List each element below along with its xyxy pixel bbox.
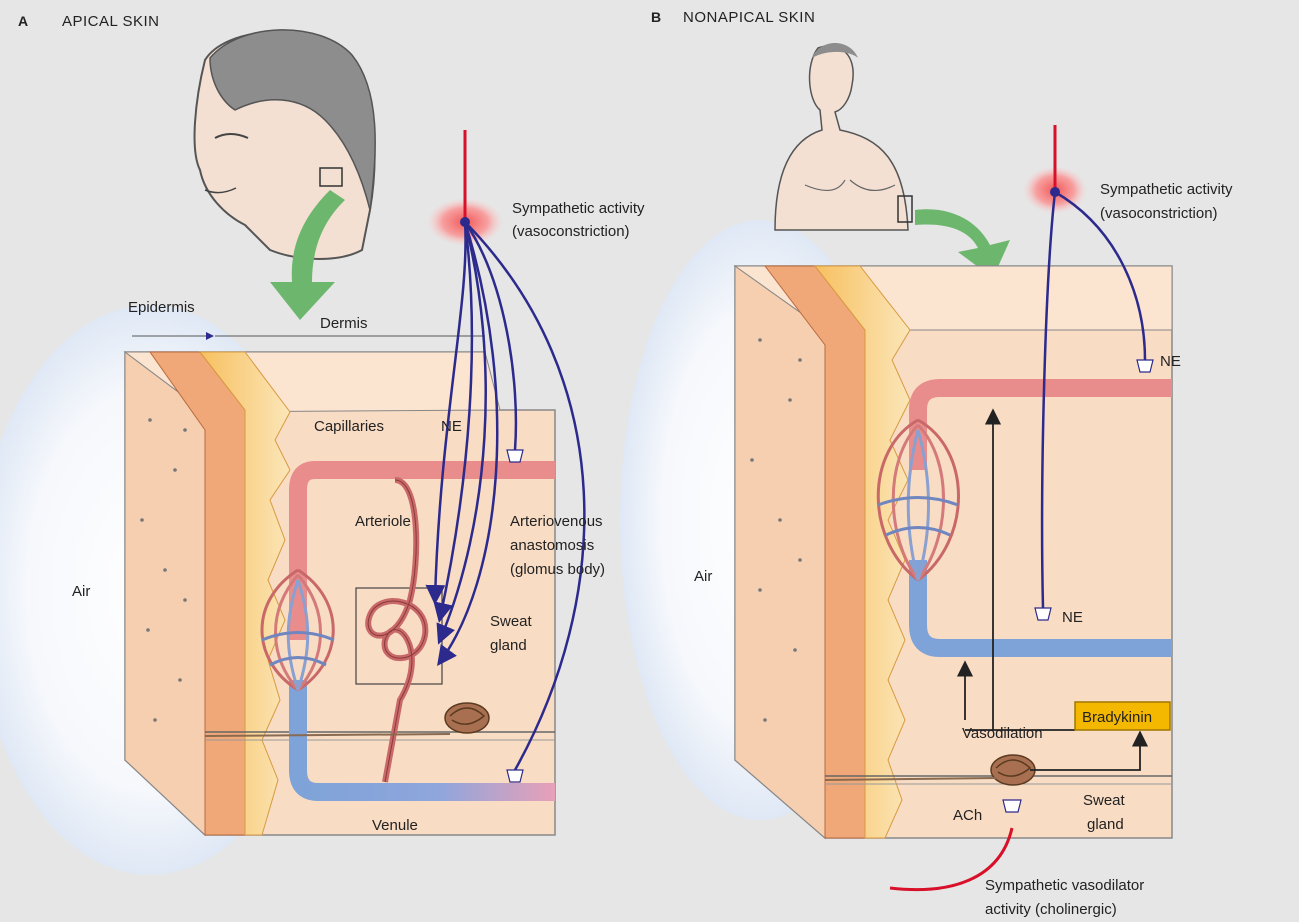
ne-label-b-top: NE bbox=[1160, 353, 1181, 370]
ava-label-line3: (glomus body) bbox=[510, 561, 605, 578]
head-illustration bbox=[195, 30, 376, 259]
venule-label: Venule bbox=[372, 817, 418, 834]
sympathetic-label-b-line2: (vasoconstriction) bbox=[1100, 205, 1218, 222]
air-label-b: Air bbox=[694, 568, 712, 585]
ach-terminal bbox=[1003, 800, 1021, 812]
ava-label-line1: Arteriovenous bbox=[510, 513, 603, 530]
panel-b-letter: B bbox=[651, 9, 661, 25]
panel-b-title: NONAPICAL SKIN bbox=[683, 9, 815, 26]
dermis-label: Dermis bbox=[320, 315, 368, 332]
epidermis-label: Epidermis bbox=[128, 299, 195, 316]
arteriole-label: Arteriole bbox=[355, 513, 411, 530]
ne-label-a: NE bbox=[441, 418, 462, 435]
vasodilation-label: Vasodilation bbox=[962, 725, 1043, 742]
sweat-gland-b-label-line1: Sweat bbox=[1083, 792, 1126, 809]
sympathetic-label-b-line1: Sympathetic activity bbox=[1100, 181, 1233, 198]
vasodilator-label-line1: Sympathetic vasodilator bbox=[985, 877, 1144, 894]
panel-a: A APICAL SKIN Epidermis Dermis bbox=[0, 13, 645, 875]
panel-b: B NONAPICAL SKIN bbox=[620, 9, 1233, 918]
bradykinin-label: Bradykinin bbox=[1082, 709, 1152, 726]
ava-label-line2: anastomosis bbox=[510, 537, 594, 554]
sympathetic-label-a-line2: (vasoconstriction) bbox=[512, 223, 630, 240]
ach-label: ACh bbox=[953, 807, 982, 824]
sweat-gland-a-label-line1: Sweat bbox=[490, 613, 533, 630]
skin-block-b bbox=[735, 266, 1172, 838]
vasodilator-label-line2: activity (cholinergic) bbox=[985, 901, 1117, 918]
panel-a-title: APICAL SKIN bbox=[62, 13, 159, 30]
sweat-gland-a-label-line2: gland bbox=[490, 637, 527, 654]
ne-label-b-mid: NE bbox=[1062, 609, 1083, 626]
sympathetic-label-a-line1: Sympathetic activity bbox=[512, 200, 645, 217]
capillaries-label: Capillaries bbox=[314, 418, 384, 435]
torso-illustration bbox=[775, 43, 912, 230]
panel-a-letter: A bbox=[18, 13, 28, 29]
sweat-gland-b-label-line2: gland bbox=[1087, 816, 1124, 833]
air-label-a: Air bbox=[72, 583, 90, 600]
